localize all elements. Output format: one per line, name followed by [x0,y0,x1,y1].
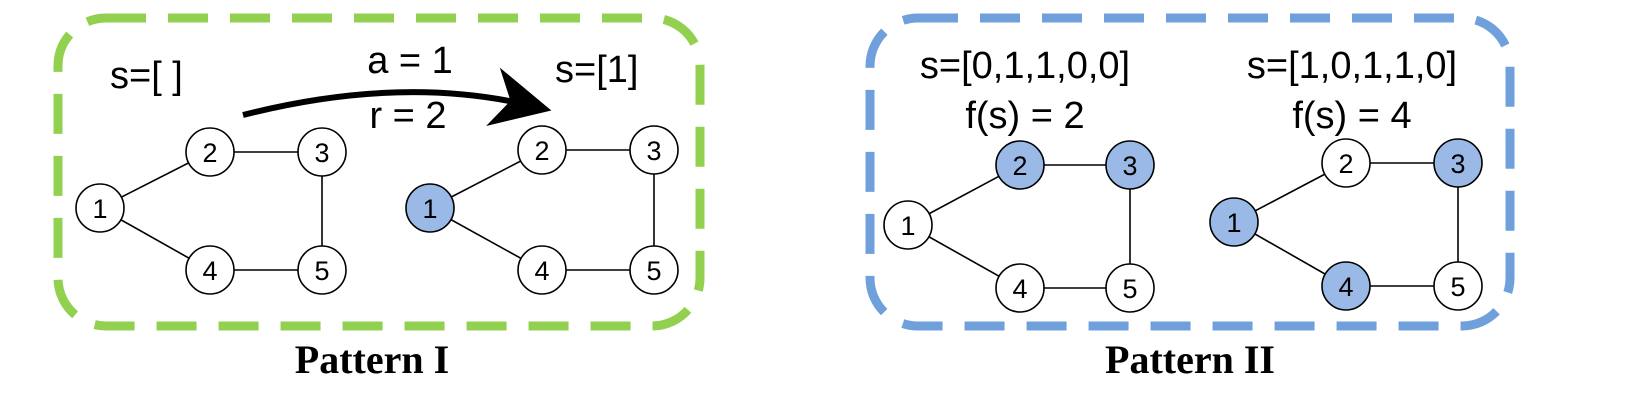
graph-pattern1-after: 1 2 3 4 5 [405,125,679,295]
graph-pattern1-before: 1 2 3 4 5 [75,127,347,295]
graph-pattern2-right: 1 2 3 4 5 [1209,138,1483,311]
node-label: 3 [1450,149,1465,179]
pattern1-border [53,13,705,331]
graph-node [1321,138,1371,188]
node-label: 1 [422,194,437,224]
node-label: 3 [1122,151,1137,181]
node-label: 1 [1226,208,1241,238]
node-label: 1 [92,194,107,224]
node-label: 2 [1338,149,1353,179]
graph-node [883,200,933,250]
node-label: 5 [314,256,329,286]
graph-node [629,245,679,295]
node-label: 3 [646,136,661,166]
transition-arrow [242,67,552,127]
graph-node [1209,197,1259,247]
graph-node [517,125,567,175]
node-label: 1 [900,211,915,241]
graph-node [517,245,567,295]
node-label: 4 [1012,274,1027,304]
pattern2-border [865,13,1515,331]
graph-node [297,127,347,177]
pattern2-left-score: f(s) = 2 [965,95,1084,137]
graph-pattern2-left: 1 2 3 4 5 [883,140,1155,313]
node-label: 4 [1338,272,1353,302]
graph-node [1321,261,1371,311]
pattern1-state-after: s=[1] [555,49,638,91]
graph-node [75,183,125,233]
node-label: 3 [314,138,329,168]
pattern2-caption: Pattern II [1105,337,1275,382]
graph-node [1433,261,1483,311]
graph-node [185,127,235,177]
graph-node [1105,263,1155,313]
node-label: 4 [534,256,549,286]
node-label: 2 [202,138,217,168]
graph-node [185,245,235,295]
graph-node [405,183,455,233]
node-label: 5 [646,256,661,286]
graph-node [297,245,347,295]
pattern2-right-state: s=[1,0,1,1,0] [1247,45,1457,87]
graph-node [995,263,1045,313]
pattern1-reward-label: r = 2 [369,95,446,137]
pattern1-state-before: s=[ ] [110,55,183,97]
node-label: 4 [202,256,217,286]
graph-node [629,125,679,175]
pattern1-caption: Pattern I [295,337,449,382]
node-label: 2 [534,136,549,166]
pattern2-right-score: f(s) = 4 [1292,95,1411,137]
graph-node [1105,140,1155,190]
graph-node [995,140,1045,190]
node-label: 5 [1122,274,1137,304]
pattern2-left-state: s=[0,1,1,0,0] [920,45,1130,87]
node-label: 5 [1450,272,1465,302]
node-label: 2 [1012,151,1027,181]
pattern1-action-label: a = 1 [367,40,453,82]
graph-node [1433,138,1483,188]
